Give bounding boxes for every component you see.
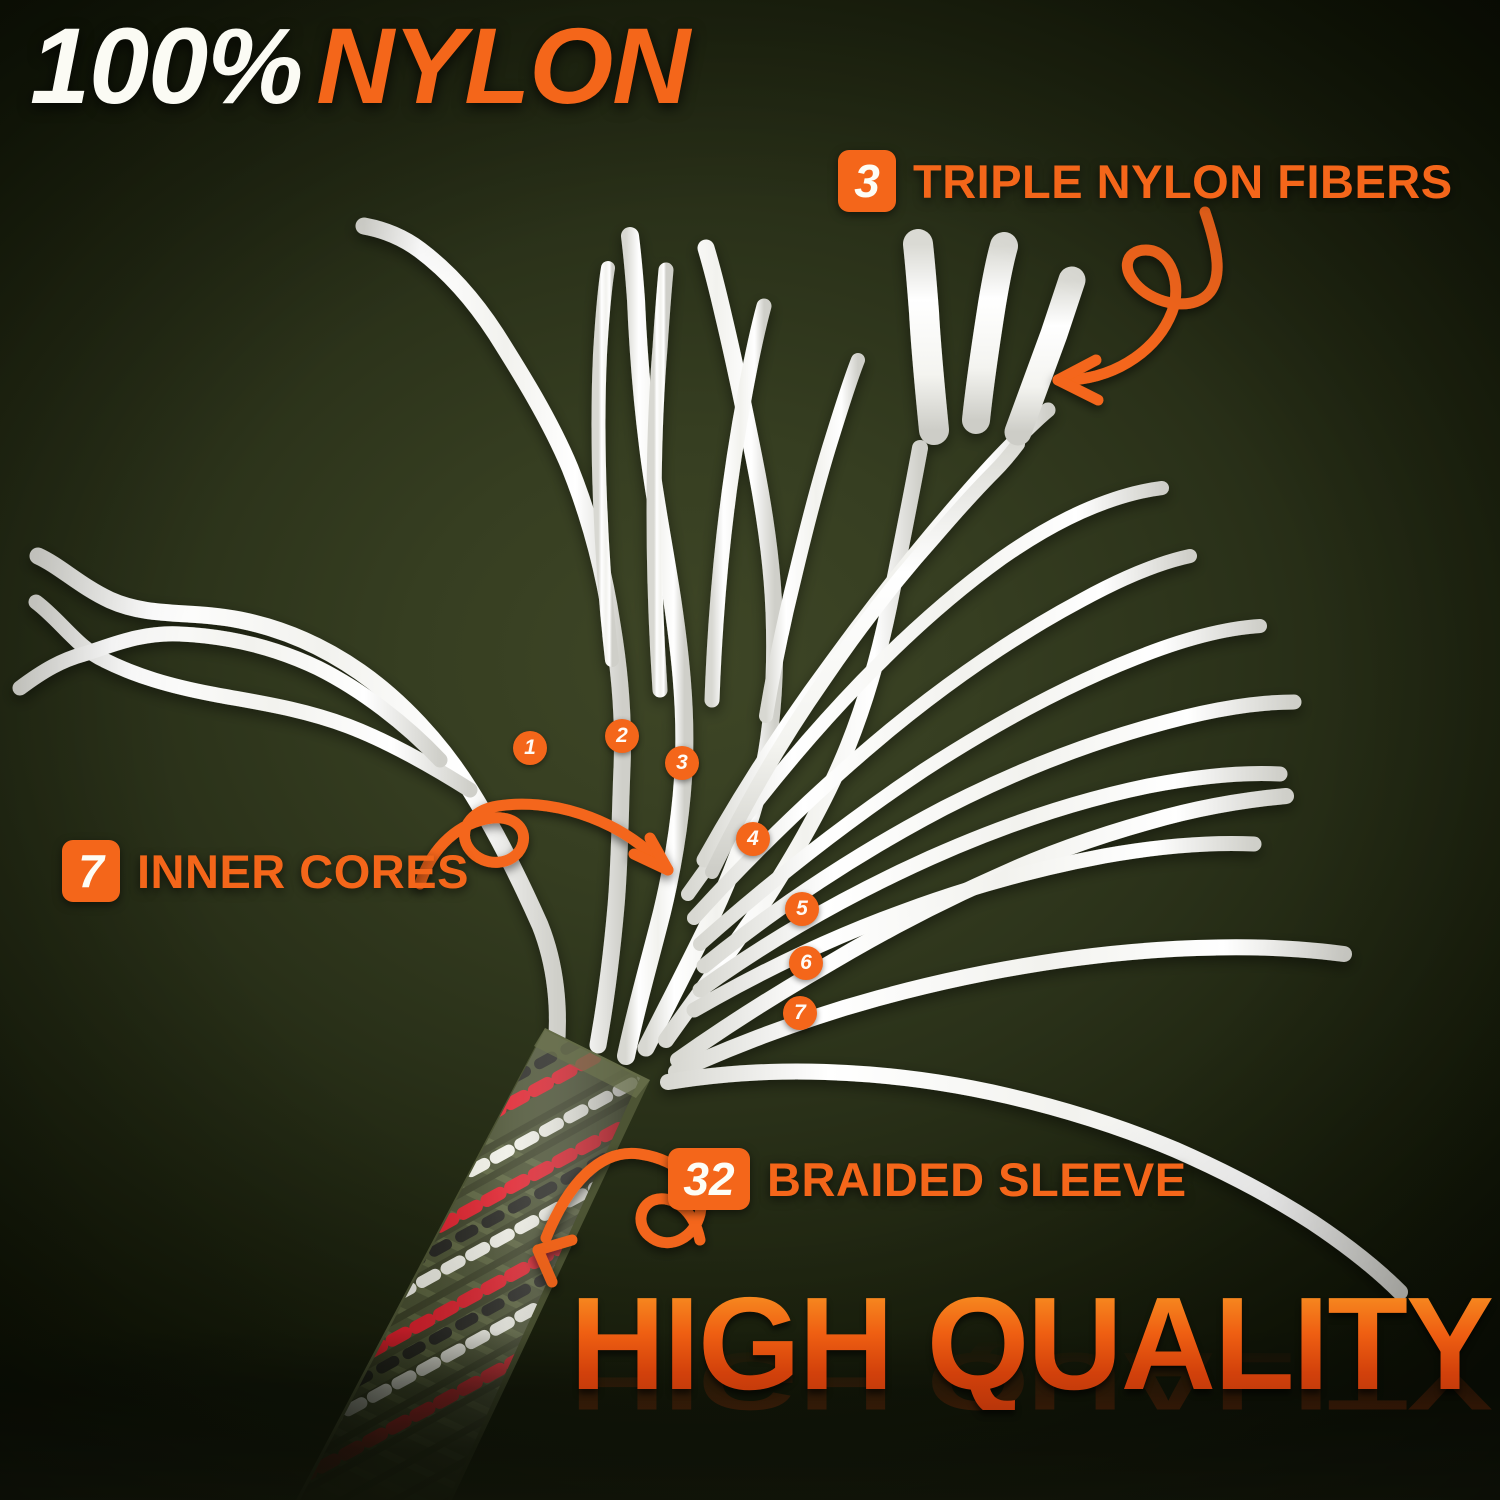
badge-fiber-count: 3 bbox=[838, 150, 896, 212]
callout-label-braided-sleeve: BRAIDED SLEEVE bbox=[767, 1152, 1187, 1206]
strand-marker-7: 7 bbox=[783, 996, 817, 1030]
strand-marker-4: 4 bbox=[736, 822, 770, 856]
strand-marker-2: 2 bbox=[605, 719, 639, 753]
callout-label-inner-cores: INNER CORES bbox=[137, 844, 469, 898]
strand-top-a bbox=[646, 262, 674, 698]
badge-sleeve-strand-count: 32 bbox=[668, 1148, 750, 1210]
callout-braided-sleeve: 32 BRAIDED SLEEVE bbox=[668, 1148, 1187, 1210]
strand-marker-1: 1 bbox=[513, 731, 547, 765]
callout-inner-cores: 7 INNER CORES bbox=[62, 840, 469, 902]
nylon-strand-group bbox=[12, 217, 1408, 1300]
strand-marker-3: 3 bbox=[665, 746, 699, 780]
badge-core-count: 7 bbox=[62, 840, 120, 902]
arrow-triple-fibers bbox=[1052, 206, 1223, 406]
strand-marker-5: 5 bbox=[785, 892, 819, 926]
strand-2 bbox=[355, 217, 632, 1054]
strand-1-group bbox=[12, 547, 566, 1059]
strand-marker-6: 6 bbox=[789, 946, 823, 980]
title-material: NYLON bbox=[316, 5, 690, 126]
callout-triple-nylon-fibers: 3 TRIPLE NYLON FIBERS bbox=[838, 150, 1453, 212]
title-percent: 100% bbox=[30, 5, 303, 126]
callout-label-triple-nylon-fibers: TRIPLE NYLON FIBERS bbox=[913, 154, 1453, 208]
page-title: 100%NYLON bbox=[30, 12, 690, 120]
strand-top-d bbox=[591, 261, 619, 667]
